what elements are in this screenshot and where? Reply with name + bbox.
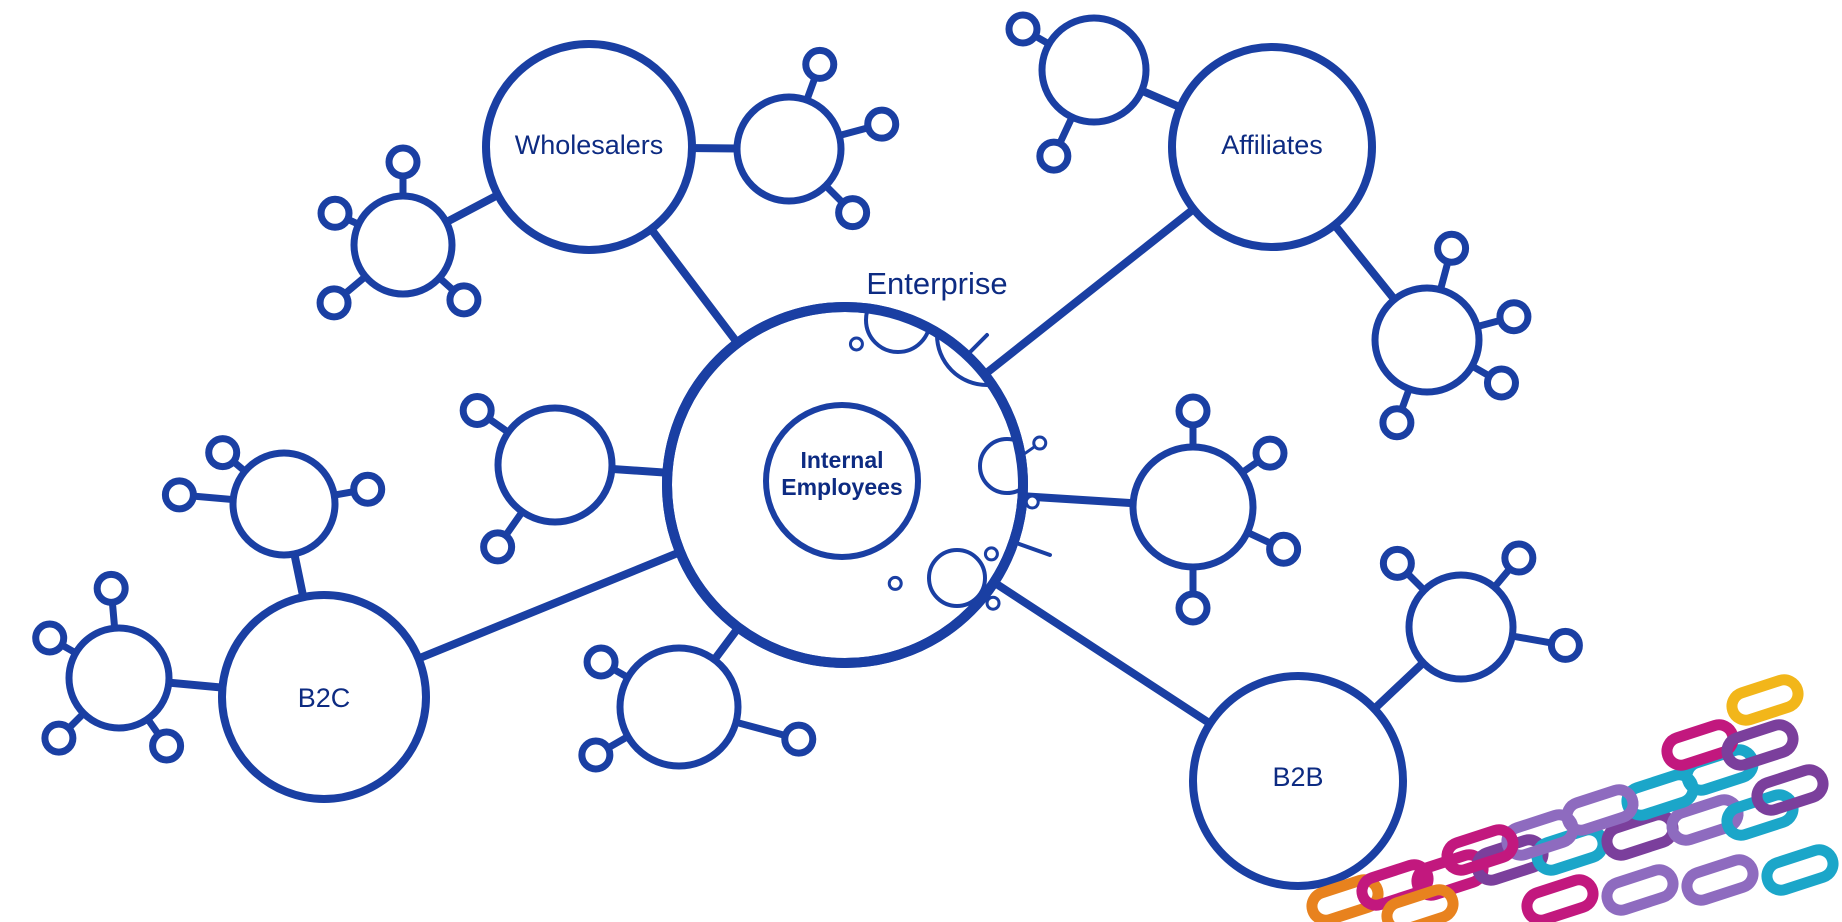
hub-satellite-bottom-nub-3 [781, 721, 817, 757]
b2b-circle [1189, 672, 1407, 890]
affiliates-satellite-bottom-nub-1 [1434, 230, 1470, 266]
inner-node-circle-1 [978, 437, 1019, 495]
affiliates-satellite-top-circle [1038, 14, 1150, 126]
chain-link-decoration [1306, 674, 1839, 922]
affiliates-label: Affiliates [1221, 130, 1323, 160]
affiliates-satellite-bottom-nub-2 [1496, 299, 1532, 335]
b2c-satellite-left-nub-3 [41, 720, 77, 756]
inner-nub-1-2 [1024, 494, 1040, 510]
enterprise-title: Enterprise [866, 266, 1007, 301]
hub-satellite-right-nub-4 [1175, 590, 1211, 626]
inner-nub-2-2 [985, 595, 1001, 611]
b2c-circle [218, 591, 430, 803]
wholesalers-satellite-left-nub-4 [446, 282, 482, 318]
inner-node-circle-2 [927, 548, 987, 608]
wholesalers-satellite-right-nub-2 [864, 106, 900, 142]
chain-link-shape [1441, 824, 1519, 876]
chain-link-shape [1751, 764, 1829, 816]
chain-link-16 [1721, 719, 1799, 771]
chain-link-21 [1681, 854, 1759, 906]
affiliates-satellite-bottom-nub-3 [1483, 365, 1519, 401]
hub-satellite-left-nub-2 [480, 529, 516, 565]
chain-link-18 [1381, 884, 1459, 922]
hub-satellite-left-nub-1 [459, 393, 495, 429]
hub-satellite-left-circle [494, 404, 616, 526]
hub-satellite-right-nub-2 [1252, 435, 1288, 471]
inner-nub-1-1 [1032, 435, 1048, 451]
hub-satellite-bottom-nub-1 [583, 644, 619, 680]
chain-link-1 [1306, 874, 1384, 922]
affiliates-satellite-bottom-circle [1371, 284, 1483, 396]
b2c-satellite-top-nub-1 [205, 435, 241, 471]
affiliates-satellite-bottom-nub-4 [1379, 405, 1415, 441]
chain-link-19 [1521, 874, 1599, 922]
b2b-satellite-nub-2 [1501, 540, 1537, 576]
wholesalers-satellite-left-nub-1 [385, 144, 421, 180]
chain-link-shape [1381, 884, 1459, 922]
internal-employees-label-line1: Internal [800, 447, 883, 473]
b2c-satellite-top-circle [229, 449, 339, 559]
chain-link-shape [1721, 719, 1799, 771]
b2c-label: B2C [298, 683, 351, 713]
node-circles [32, 11, 1583, 890]
inner-nub-3-1 [848, 336, 864, 352]
affiliates-circle [1168, 43, 1376, 251]
internal-employees-label-line2: Employees [781, 474, 902, 500]
enterprise-hub-ring [662, 302, 1028, 668]
wholesalers-satellite-left-circle [350, 192, 456, 298]
chain-link-shape [1521, 874, 1599, 922]
chain-link-shape [1681, 854, 1759, 906]
wholesalers-satellite-left-nub-2 [317, 195, 353, 231]
affiliates-satellite-top-nub-1 [1005, 11, 1041, 47]
internal-employees-core-circle [763, 402, 921, 560]
b2b-satellite-nub-1 [1379, 545, 1415, 581]
b2c-satellite-left-nub-1 [93, 570, 129, 606]
chain-link-14 [1441, 824, 1519, 876]
chain-link-22 [1761, 844, 1839, 896]
hub-satellite-bottom-circle [616, 644, 742, 770]
wholesalers-satellite-left-nub-3 [316, 285, 352, 321]
b2c-satellite-top-nub-2 [161, 477, 197, 513]
chain-link-9 [1751, 764, 1829, 816]
chain-link-shape [1306, 874, 1384, 922]
chain-link-shape [1601, 864, 1679, 916]
b2b-label: B2B [1272, 762, 1323, 792]
wholesalers-satellite-right-nub-1 [802, 46, 838, 82]
b2c-satellite-top-nub-3 [350, 471, 386, 507]
b2b-satellite-nub-3 [1547, 627, 1583, 663]
b2c-satellite-left-circle [65, 624, 173, 732]
chain-link-shape [1761, 844, 1839, 896]
wholesalers-label: Wholesalers [515, 130, 664, 160]
inner-nub-2-1 [983, 546, 999, 562]
hub-satellite-right-nub-1 [1175, 393, 1211, 429]
chain-link-20 [1601, 864, 1679, 916]
hub-satellite-bottom-nub-2 [578, 737, 614, 773]
b2c-satellite-left-nub-4 [149, 728, 185, 764]
b2b-satellite-circle [1405, 571, 1517, 683]
wholesalers-satellite-right-circle [733, 93, 845, 205]
b2c-satellite-left-nub-2 [32, 620, 68, 656]
chain-link-shape [1726, 674, 1804, 726]
hub-satellite-right-nub-3 [1266, 531, 1302, 567]
wholesalers-circle [482, 40, 696, 254]
wholesalers-satellite-right-nub-3 [835, 195, 871, 231]
inner-nub-2-3 [887, 575, 903, 591]
hub-satellite-right-circle [1129, 443, 1257, 571]
affiliates-satellite-top-nub-2 [1036, 138, 1072, 174]
chain-link-17 [1726, 674, 1804, 726]
